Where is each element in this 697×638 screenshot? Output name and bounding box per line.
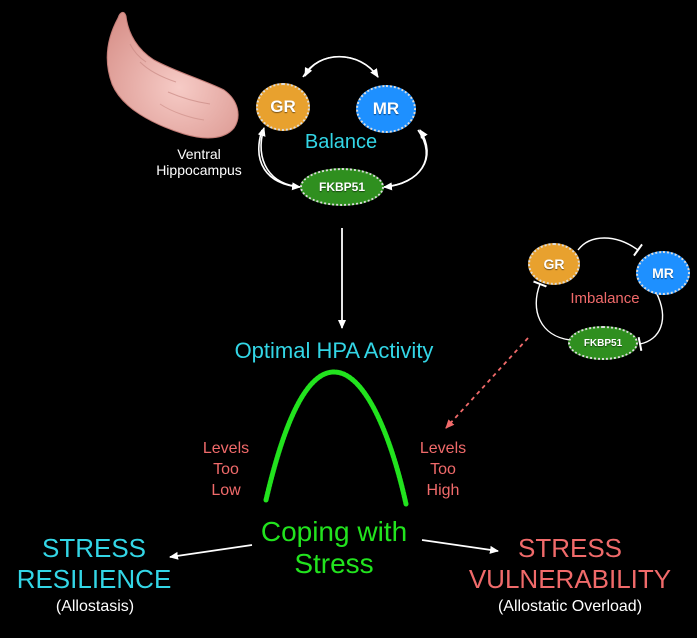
optimal-hpa-label: Optimal HPA Activity [234, 338, 434, 363]
fkbp51-node-right-label: FKBP51 [583, 337, 623, 349]
high-line-3: High [426, 482, 460, 499]
vulnerability-line-1: STRESS [517, 533, 623, 563]
allostatic-overload-label: (Allostatic Overload) [497, 598, 643, 615]
inverted-u-curve [263, 369, 409, 507]
stress-resilience-label: STRESS RESILIENCE [8, 533, 180, 595]
high-line-1: Levels [419, 440, 467, 457]
resilience-line-1: STRESS [41, 533, 147, 563]
fkbp51-node-top-label: FKBP51 [318, 180, 365, 194]
imbalance-label: Imbalance [570, 290, 640, 307]
inhibit-gr-mr [577, 237, 643, 257]
gr-node-top-label: GR [270, 97, 296, 116]
vulnerability-line-2: VULNERABILITY [468, 564, 672, 594]
mr-node-right: MR [636, 251, 690, 295]
mr-node-right-label: MR [652, 265, 674, 281]
arrow-coping-to-resilience [169, 544, 253, 560]
arrow-fkbp-to-mr [383, 129, 428, 188]
gr-node-right-label: GR [543, 256, 565, 272]
coping-line-1: Coping with [260, 516, 408, 547]
fkbp51-node-right: FKBP51 [568, 326, 638, 360]
low-line-1: Levels [202, 440, 250, 457]
stress-vulnerability-label: STRESS VULNERABILITY [456, 533, 684, 595]
mr-node-top-label: MR [372, 99, 400, 118]
levels-too-high-label: Levels Too High [410, 438, 476, 501]
imbalance-cycle-arrows [533, 237, 664, 352]
high-line-2: Too [430, 461, 456, 478]
arrow-coping-to-vulnerability [421, 539, 499, 554]
balance-cycle-arrows [257, 55, 428, 191]
mr-node-top: MR [356, 85, 416, 133]
region-line-1: Ventral [177, 146, 221, 162]
coping-with-stress-label: Coping with Stress [236, 516, 432, 580]
low-line-2: Too [213, 461, 239, 478]
levels-too-low-label: Levels Too Low [196, 438, 256, 501]
ventral-hippocampus-label: Ventral Hippocampus [146, 146, 252, 178]
arrow-gr-to-mr [302, 56, 379, 78]
arrow-gr-to-fkbp [258, 129, 301, 191]
gr-node-top: GR [256, 83, 310, 131]
coping-line-2: Stress [294, 548, 374, 579]
hippocampus-illustration [106, 11, 239, 139]
fkbp51-node-top: FKBP51 [300, 168, 384, 206]
inhibit-fkbp-gr [533, 280, 571, 341]
region-line-2: Hippocampus [156, 162, 242, 178]
low-line-3: Low [211, 482, 241, 499]
resilience-line-2: RESILIENCE [16, 564, 172, 594]
gr-node-right: GR [528, 243, 580, 285]
arrow-mr-to-fkbp [383, 129, 428, 191]
arrow-mr-to-gr [304, 55, 379, 78]
allostasis-label: (Allostasis) [55, 598, 135, 615]
inhibit-mr-fkbp [637, 291, 664, 352]
balance-label: Balance [304, 131, 378, 153]
